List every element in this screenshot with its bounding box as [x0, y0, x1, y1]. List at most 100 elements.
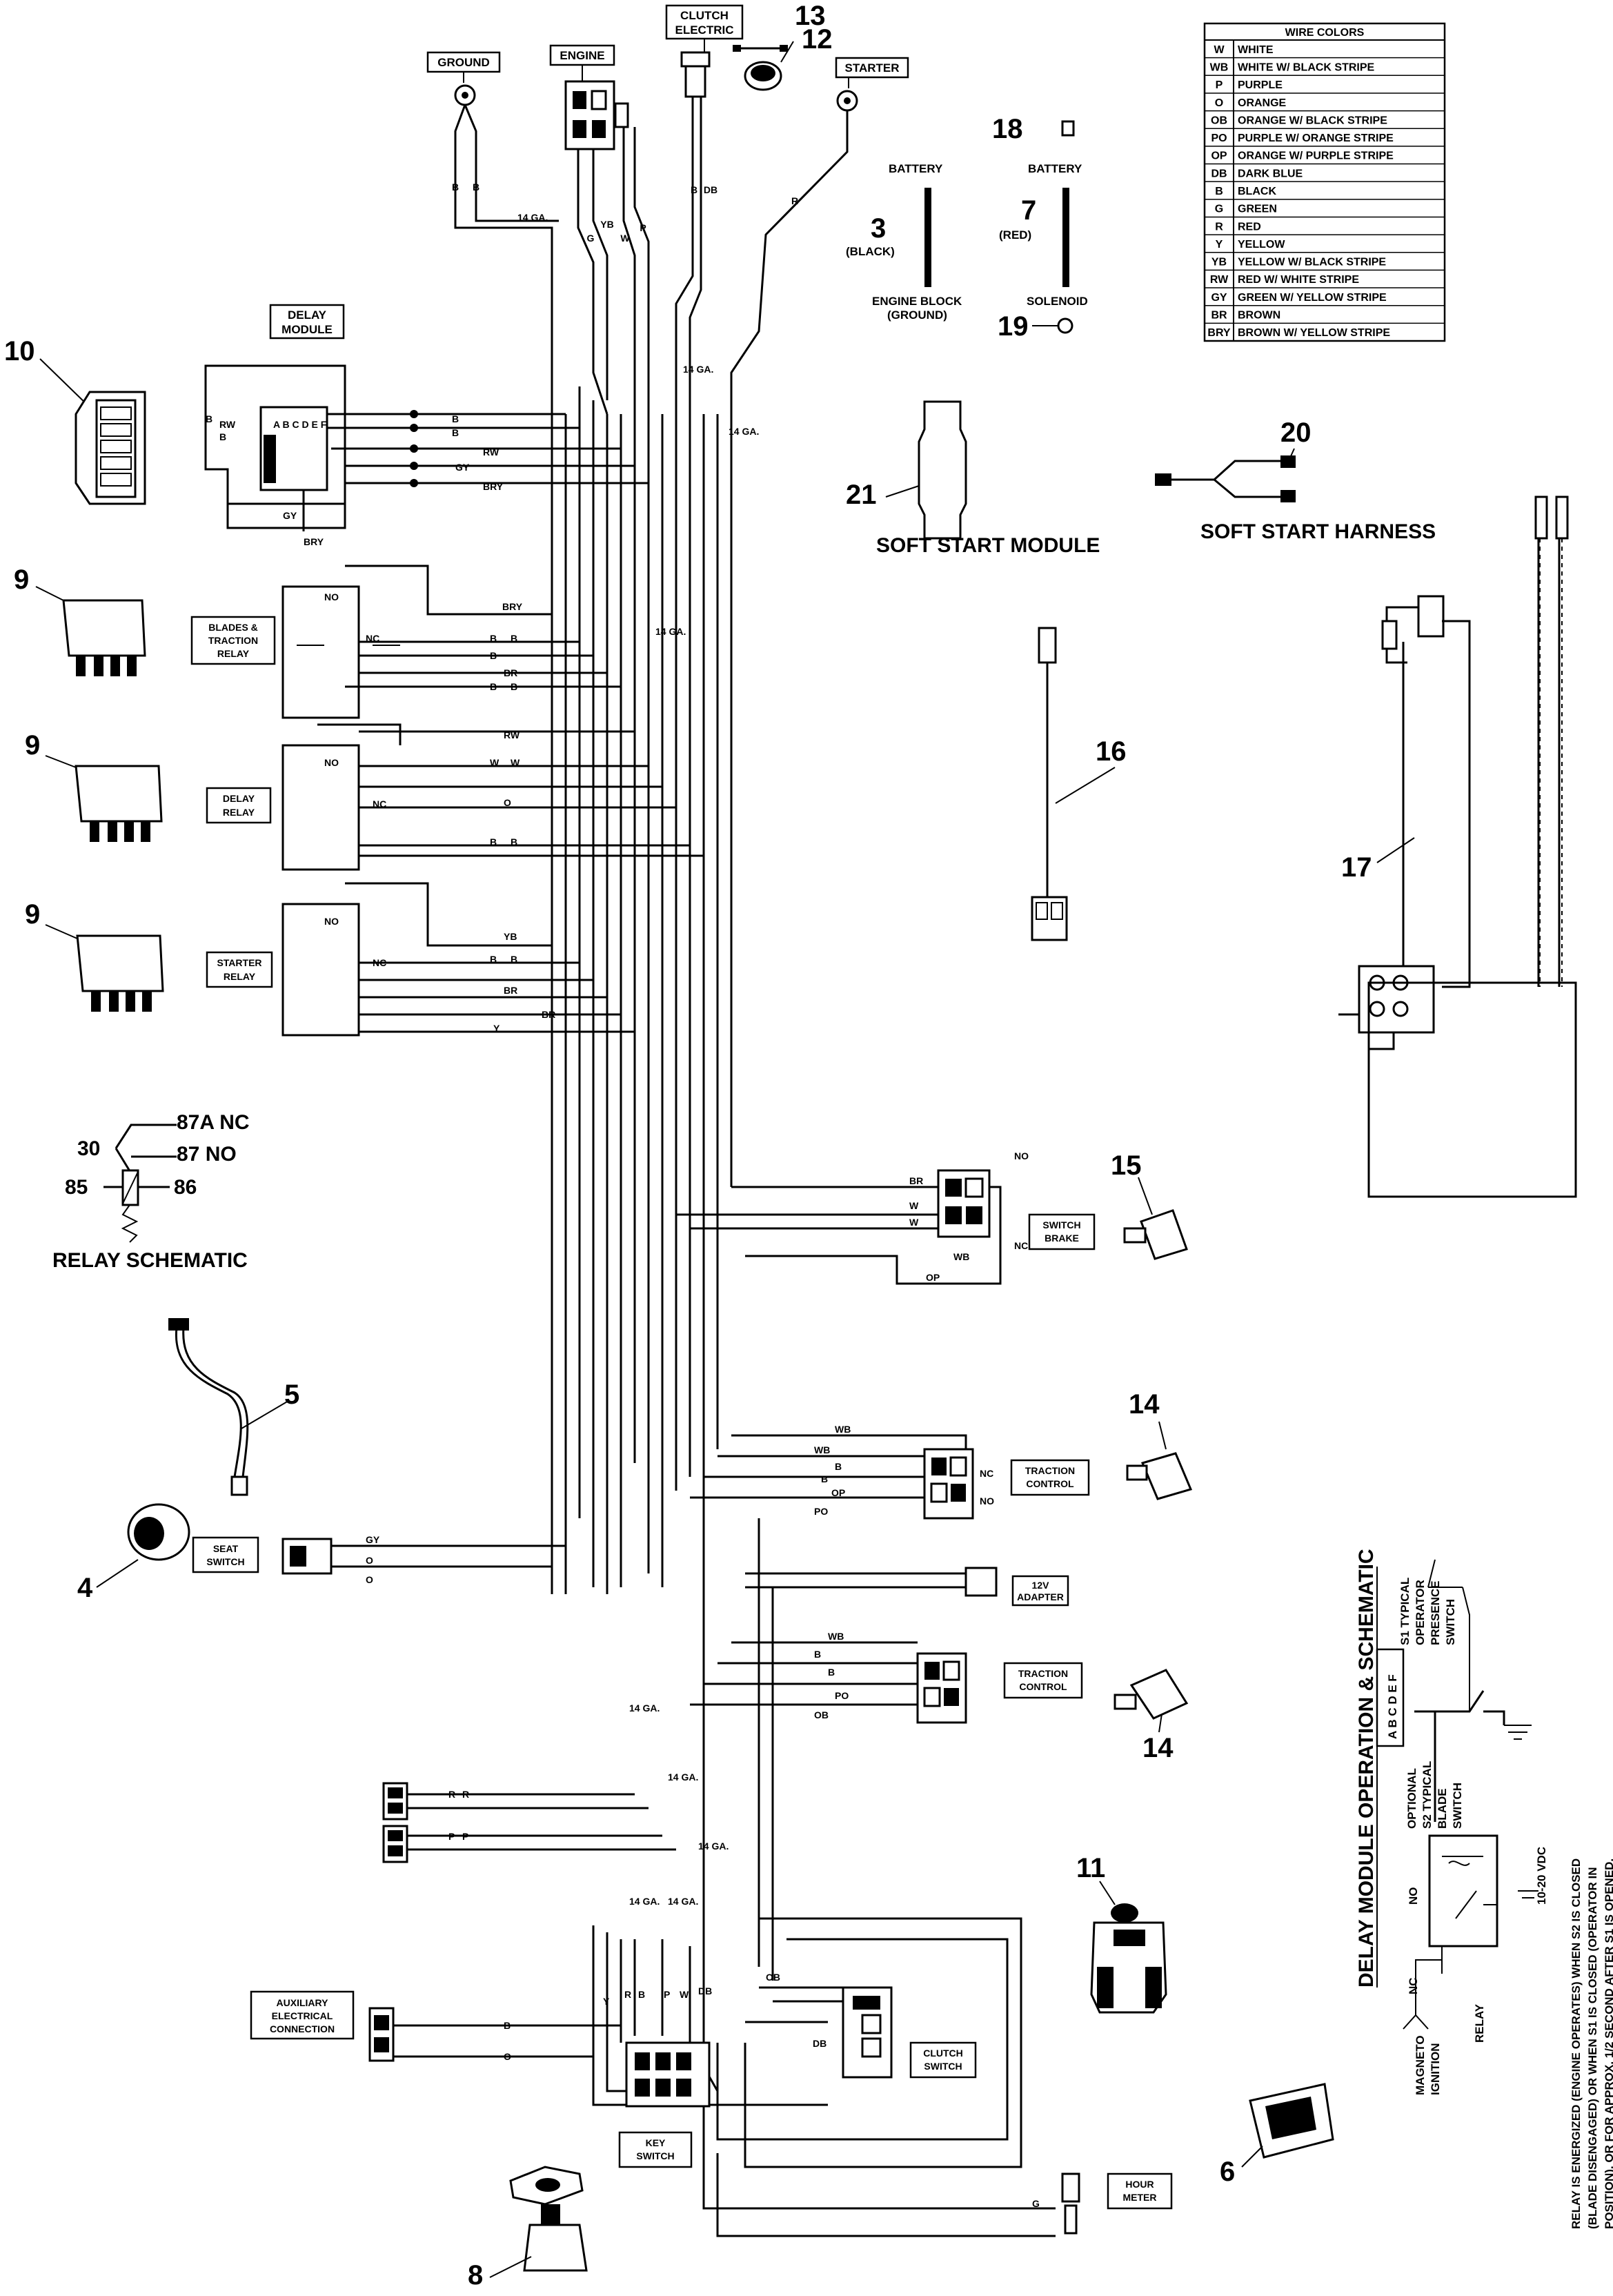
svg-text:GY: GY — [283, 510, 297, 521]
svg-text:R: R — [624, 1989, 631, 2000]
svg-text:P: P — [462, 1831, 468, 1842]
svg-text:W: W — [909, 1217, 919, 1228]
svg-text:SOFT START HARNESS: SOFT START HARNESS — [1200, 520, 1436, 543]
svg-text:SWITCH: SWITCH — [636, 2150, 674, 2161]
wire-color-name: ORANGE W/ BLACK STRIPE — [1238, 115, 1387, 126]
svg-text:DB: DB — [698, 1985, 712, 1996]
svg-text:DELAY: DELAY — [223, 793, 255, 804]
svg-text:OP: OP — [926, 1272, 940, 1283]
svg-text:ENGINE BLOCK: ENGINE BLOCK — [872, 295, 962, 308]
wire-color-name: DARK BLUE — [1238, 168, 1303, 179]
wire-color-code: Y — [1216, 239, 1223, 251]
svg-text:B: B — [206, 413, 212, 424]
svg-text:SOLENOID: SOLENOID — [1027, 295, 1088, 308]
svg-text:14 GA.: 14 GA. — [698, 1841, 729, 1852]
svg-text:SEAT: SEAT — [213, 1543, 239, 1554]
svg-text:OPTIONAL: OPTIONAL — [1405, 1768, 1418, 1829]
wire-color-name: WHITE — [1238, 44, 1274, 56]
svg-text:B: B — [835, 1461, 842, 1472]
relay-icon-9b: 9 — [25, 730, 163, 842]
svg-text:O: O — [504, 797, 511, 808]
traction-control-1-tag — [1010, 1459, 1090, 1496]
callout-6: 6 — [1220, 2157, 1235, 2187]
part-5-harness: 5 — [168, 1318, 299, 1496]
svg-text:B: B — [490, 954, 497, 965]
clutch-electric-connector: CLUTCH ELECTRIC — [665, 4, 744, 98]
callout-10: 10 — [4, 336, 35, 366]
svg-text:ELECTRIC: ELECTRIC — [675, 23, 734, 37]
traction-control-2-tag — [1003, 1662, 1083, 1699]
part-6: 6 — [1220, 2083, 1334, 2187]
svg-text:(BLADE DISENGAGED) OR WHEN S1: (BLADE DISENGAGED) OR WHEN S1 IS CLOSED … — [1586, 1867, 1599, 2229]
svg-text:NC: NC — [1407, 1977, 1420, 1994]
delay-module: DELAY MODULE A B C D E F RW B B GY BRY — [204, 304, 346, 547]
callout-11: 11 — [1076, 1853, 1105, 1883]
svg-text:B: B — [452, 427, 459, 438]
svg-text:(RED): (RED) — [999, 228, 1031, 242]
svg-text:GY: GY — [366, 1534, 380, 1545]
svg-text:P: P — [640, 222, 646, 233]
callout-16: 16 — [1096, 736, 1127, 767]
wire-color-name: YELLOW W/ BLACK STRIPE — [1238, 257, 1386, 268]
wire-color-code: R — [1215, 221, 1223, 233]
svg-text:NO: NO — [980, 1495, 994, 1507]
svg-text:BRY: BRY — [502, 601, 523, 612]
svg-text:SOFT START MODULE: SOFT START MODULE — [876, 534, 1100, 557]
wire-color-code: RW — [1210, 274, 1229, 286]
svg-text:WB: WB — [828, 1631, 844, 1642]
svg-text:B: B — [504, 2020, 511, 2031]
svg-text:R: R — [462, 1789, 469, 1800]
svg-text:10-20 VDC: 10-20 VDC — [1535, 1847, 1548, 1905]
callout-8: 8 — [468, 2260, 483, 2290]
traction-control-2: TRACTION CONTROL 14 — [916, 1652, 1189, 1763]
svg-text:STARTER: STARTER — [217, 957, 261, 968]
wire-color-name: BROWN — [1238, 310, 1280, 322]
svg-text:TRACTION: TRACTION — [1018, 1668, 1068, 1679]
svg-text:P: P — [448, 1831, 455, 1842]
wire-color-name: BROWN W/ YELLOW STRIPE — [1238, 327, 1390, 339]
svg-text:SWITCH: SWITCH — [206, 1556, 244, 1567]
seat-switch: 4 SEAT SWITCH — [77, 1503, 333, 1603]
svg-text:30: 30 — [77, 1137, 100, 1160]
svg-text:BATTERY: BATTERY — [889, 162, 943, 175]
wire-color-name: GREEN — [1238, 204, 1277, 215]
svg-text:TRACTION: TRACTION — [1025, 1465, 1075, 1476]
svg-text:KEY: KEY — [646, 2137, 666, 2148]
soft-start-module: 21 SOFT START MODULE — [846, 400, 1100, 557]
relay-icon-9c: 9 — [25, 899, 164, 1012]
svg-text:B: B — [511, 836, 517, 847]
part-16: 16 — [1031, 627, 1127, 941]
callout-20: 20 — [1280, 418, 1312, 448]
svg-text:PO: PO — [835, 1690, 849, 1701]
svg-text:PO: PO — [814, 1506, 828, 1517]
svg-text:RW: RW — [483, 447, 499, 458]
svg-text:NO: NO — [324, 757, 339, 768]
svg-text:Y: Y — [493, 1023, 500, 1034]
clutch-parts: 13 12 — [733, 1, 833, 91]
starter-tag — [835, 57, 909, 79]
svg-text:PRESENCE: PRESENCE — [1429, 1580, 1442, 1645]
wire-color-name: GREEN W/ YELLOW STRIPE — [1238, 292, 1387, 304]
wire-color-code: DB — [1211, 168, 1227, 179]
wire-color-code: PO — [1211, 133, 1227, 144]
svg-text:SWITCH: SWITCH — [1444, 1599, 1457, 1645]
svg-text:OP: OP — [831, 1487, 845, 1498]
svg-text:14 GA.: 14 GA. — [668, 1896, 698, 1907]
delay-schematic-title: DELAY MODULE OPERATION & SCHEMATIC — [1355, 1549, 1378, 1988]
adapter-12v: 12V ADAPTER — [964, 1567, 1069, 1607]
svg-text:B: B — [511, 681, 517, 692]
callout-14a: 14 — [1129, 1389, 1160, 1420]
svg-text:14 GA.: 14 GA. — [629, 1896, 660, 1907]
part-11: 11 — [1076, 1853, 1167, 2014]
svg-text:W: W — [620, 233, 630, 244]
callout-13: 13 — [795, 1, 826, 31]
svg-text:14 GA.: 14 GA. — [668, 1772, 698, 1783]
svg-text:SWITCH: SWITCH — [1451, 1783, 1464, 1829]
wire-color-code: P — [1216, 79, 1223, 91]
callout-15: 15 — [1111, 1150, 1142, 1181]
wire-color-code: BR — [1211, 310, 1227, 322]
svg-text:B: B — [638, 1989, 645, 2000]
blades-relay-tag — [190, 616, 276, 665]
svg-text:S1 TYPICAL: S1 TYPICAL — [1398, 1578, 1412, 1645]
